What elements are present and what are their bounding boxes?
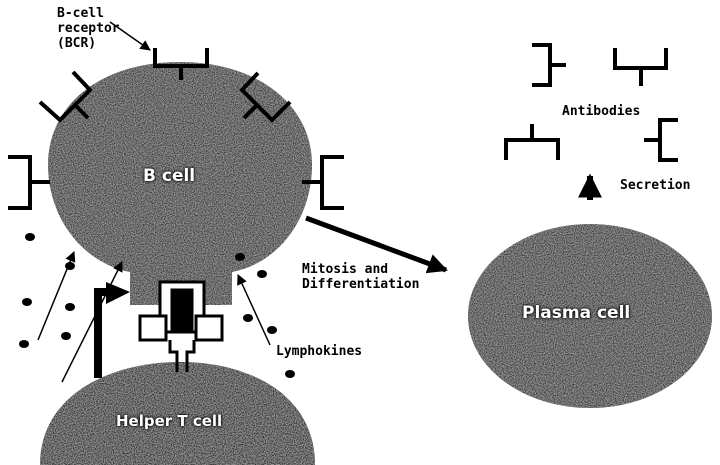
antibodies-label: Antibodies	[562, 104, 640, 119]
secretion-label: Secretion	[620, 178, 690, 193]
plasma-cell-label: Plasma cell	[522, 303, 630, 323]
mitosis-label: Mitosis and Differentiation	[302, 262, 419, 292]
antibodies	[506, 45, 678, 160]
b-cell-label: B cell	[143, 166, 195, 186]
lymphokines-label: Lymphokines	[276, 344, 362, 359]
helper-t-cell-label: Helper T cell	[116, 412, 222, 430]
t-cell-signal-arrow	[98, 292, 118, 378]
bcr-label: B-cell receptor (BCR)	[57, 6, 120, 51]
